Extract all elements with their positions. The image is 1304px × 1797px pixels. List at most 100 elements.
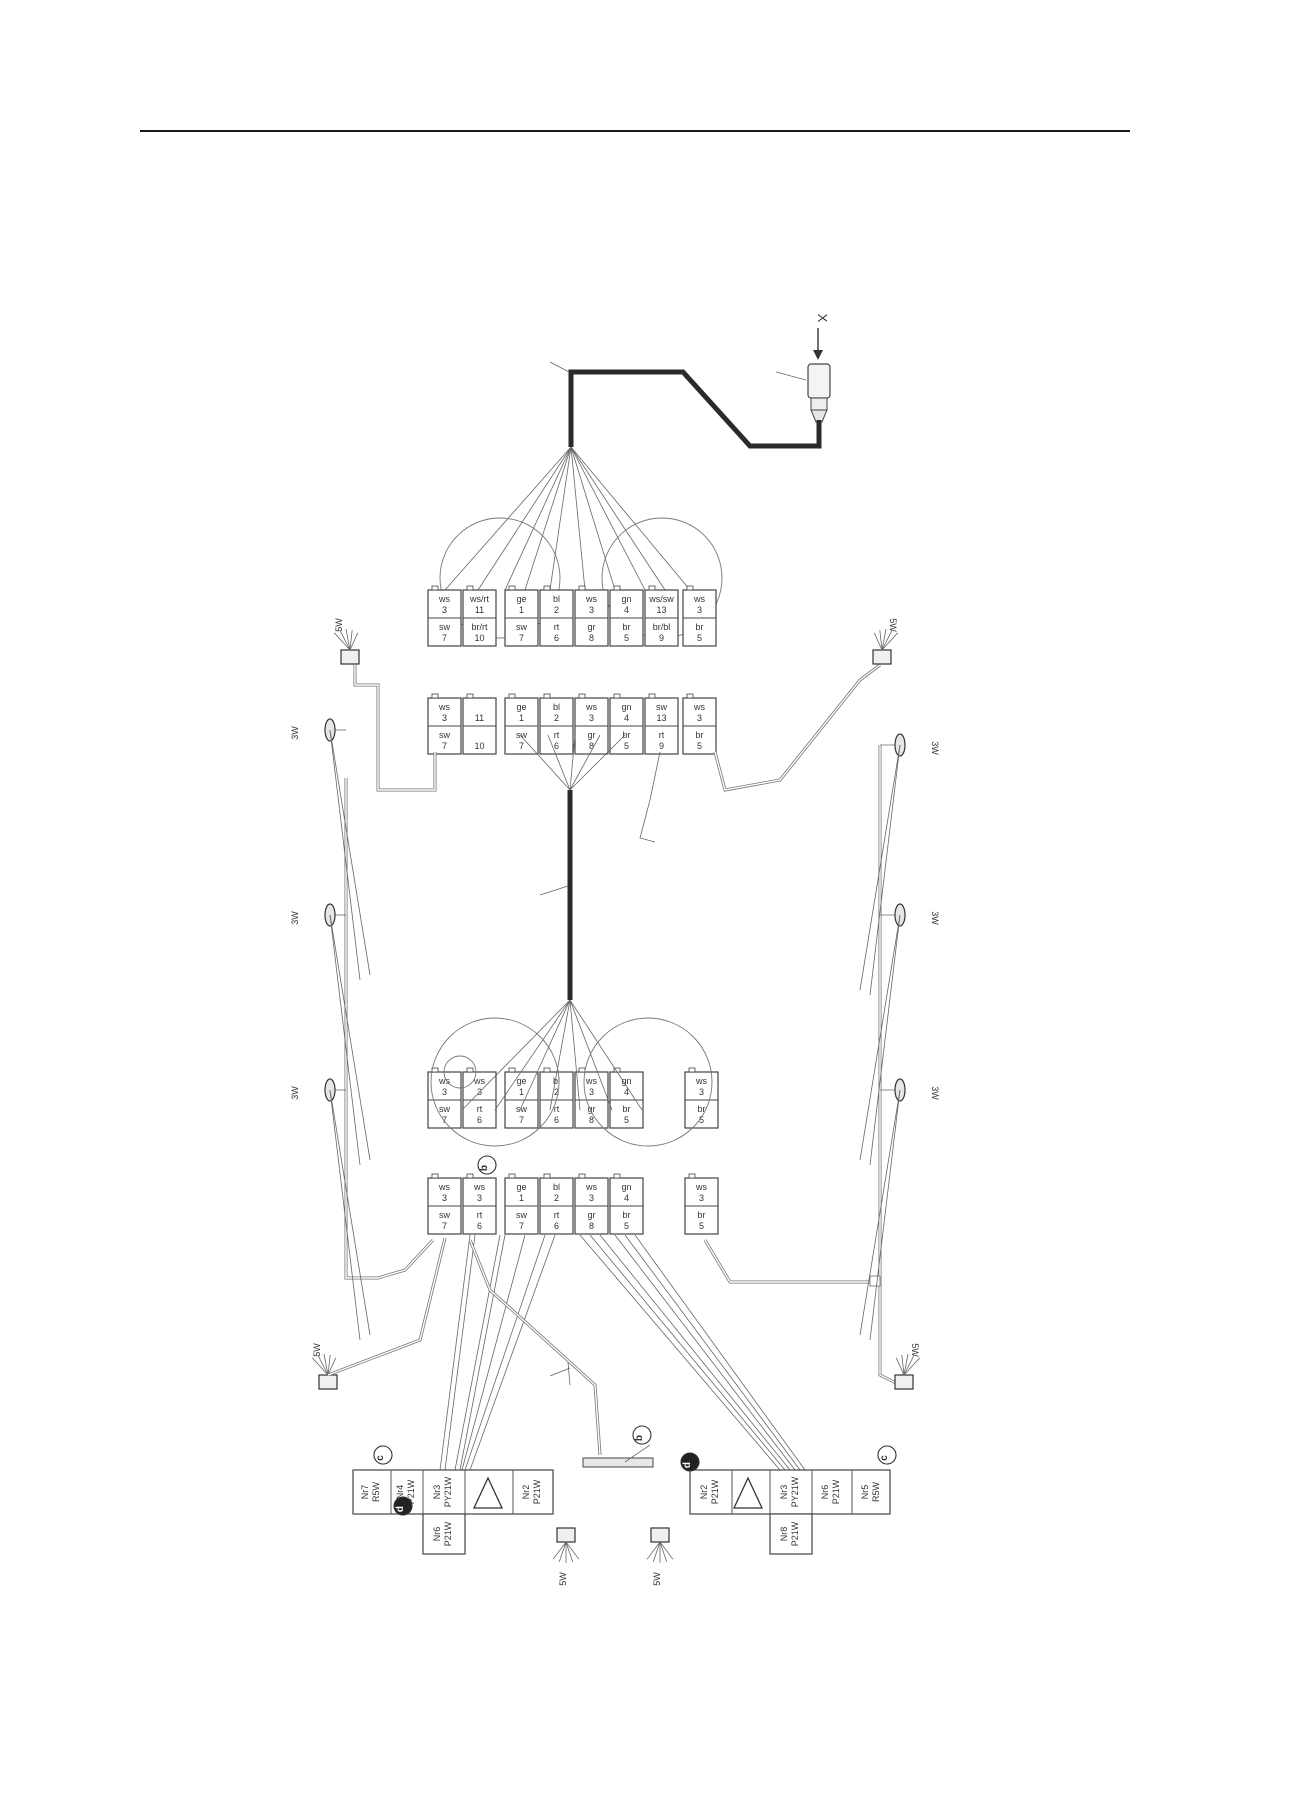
pin-upper-color: ws [473,1076,485,1086]
callout-d-label: d [395,1506,406,1512]
marker-lamp-1: 3W [290,903,371,1166]
pin-upper-color: ws/rt [469,594,489,604]
pin-upper-color: gn [621,1182,631,1192]
pin-lower-number: 5 [699,1115,704,1125]
pin-upper-color: ws [438,702,450,712]
trailer-plug [775,363,831,423]
pin-upper-number: 4 [624,1193,629,1203]
pin-upper-number: 11 [475,713,484,723]
pin-lower-color: sw [439,622,451,632]
pin-lower-number: 5 [624,741,629,751]
pin-lower-color: br [695,622,703,632]
pin-upper-number: 2 [554,1193,559,1203]
pin-upper-color: gn [621,1076,631,1086]
pin-upper-number: 4 [624,605,629,615]
pin-lower-number: 9 [659,741,664,751]
callout-c: c [877,1445,897,1465]
pin-upper-color: ws [585,594,597,604]
lamp-label: 3W [290,726,300,740]
small-lamp-3: 5W [894,1343,921,1390]
pin-upper-color: bl [553,702,560,712]
small-lamp-0: 5W [333,618,360,665]
pin-upper-number: 1 [519,1087,524,1097]
header-rule [140,130,1130,132]
pin-upper-number: 3 [442,605,447,615]
pin-lower-number: 7 [519,1221,524,1231]
pin-upper-color: gn [621,594,631,604]
marker-lamp-5: 3W [859,1078,940,1341]
rear-lamp-label-1: Nr3PY21W [779,1476,800,1507]
pin-upper-number: 3 [477,1193,482,1203]
pin-lower-color: rt [477,1104,483,1114]
pin-lower-number: 8 [589,1115,594,1125]
pin-lower-number: 6 [554,1115,559,1125]
pin-upper-color: ws [693,594,705,604]
pin-upper-color: bl [553,1182,560,1192]
pin-lower-number: 7 [519,633,524,643]
rear-lamp-label-3: Nr2P21W [521,1479,542,1504]
pin-lower-color: gr [587,1104,595,1114]
pin-lower-color: rt [477,1210,483,1220]
left-harness [330,665,437,1280]
pin-lower-number: 5 [697,633,702,643]
marker-lamp-3: 3W [859,733,940,996]
pin-upper-color: gn [621,702,631,712]
pin-upper-number: 13 [656,605,666,615]
pin-lower-number: 7 [442,1115,447,1125]
pin-upper-color: ge [516,594,526,604]
callout-c-label: c [879,1455,890,1461]
pin-lower-color: br/rt [471,622,488,632]
pin-lower-number: 7 [442,741,447,751]
pin-lower-color: gr [587,1210,595,1220]
rear-lamp-label-4: Nr6P21W [432,1521,453,1546]
marker-lamp-4: 3W [859,903,940,1166]
pin-upper-number: 3 [697,713,702,723]
pin-upper-color: ws [585,1182,597,1192]
connector-second: ws3sw71110ge1sw7bl2rt6ws3gr8gn4br5sw13rt… [427,693,717,755]
pin-upper-number: 13 [656,713,666,723]
callout-b: b [477,1155,497,1175]
small-lamp-label: 5W [334,618,344,632]
lamp-label: 3W [290,911,300,925]
pin-lower-color: sw [516,1210,528,1220]
pin-lower-color: sw [516,730,528,740]
lamp-label: 3W [930,1086,940,1100]
pin-lower-color: rt [554,622,560,632]
pin-lower-number: 10 [474,633,484,643]
pin-lower-color: gr [587,622,595,632]
rear-lamp-label-0: Nr2P21W [699,1479,720,1504]
pin-upper-color: ws [695,1076,707,1086]
pin-lower-number: 5 [624,1221,629,1231]
pin-upper-number: 2 [554,605,559,615]
rear-wires [327,1234,806,1471]
callout-b: b [632,1425,652,1445]
lamp-label: 3W [290,1086,300,1100]
marker-lamp-0: 3W [290,718,371,981]
pin-upper-color: ws/sw [648,594,674,604]
pin-upper-color: ws [438,1076,450,1086]
pin-upper-color: ws [695,1182,707,1192]
small-lamp-5: 5W [646,1527,674,1586]
pin-upper-number: 3 [699,1193,704,1203]
pin-lower-number: 5 [699,1221,704,1231]
marker-lamp-2: 3W [290,1078,371,1341]
pin-upper-number: 11 [475,605,484,615]
